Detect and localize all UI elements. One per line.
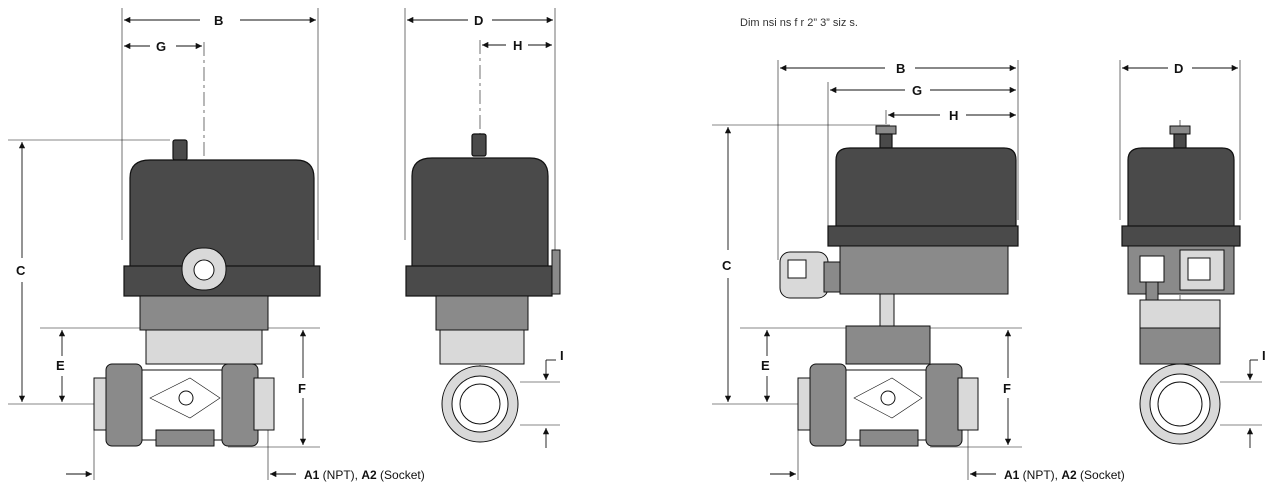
side-actuator-housing: [405, 133, 561, 297]
callout-socket-large: (Socket): [1077, 468, 1125, 482]
large-ball-valve-body: [797, 363, 979, 447]
callout-socket: (Socket): [377, 468, 425, 482]
callout-a1: A1: [304, 468, 320, 482]
label-d: D: [474, 13, 483, 28]
label-h-large: H: [949, 108, 958, 123]
large-bracket: [845, 325, 931, 365]
callout-a2: A2: [361, 468, 377, 482]
callout-a2-large: A2: [1061, 468, 1077, 482]
valve-stem: [145, 329, 263, 365]
large-actuator-housing: [779, 125, 1019, 299]
caption-text: Dim nsi ns f r 2” 3” siz s.: [740, 17, 858, 29]
ball-valve-body: [93, 363, 275, 447]
label-c: C: [16, 263, 26, 278]
view-small-side: D H I: [404, 8, 564, 448]
callout-a1-large: A1: [1004, 468, 1020, 482]
label-b-large: B: [896, 61, 905, 76]
label-b: B: [214, 13, 223, 28]
large-side-actuator: [1121, 125, 1241, 313]
label-d-large: D: [1174, 61, 1183, 76]
view-large-front: B G H C E F A1 (NPT), A2 (Socket): [712, 60, 1125, 482]
label-i: I: [560, 348, 564, 363]
label-g: G: [156, 39, 166, 54]
label-c-large: C: [722, 258, 732, 273]
label-e-large: E: [761, 358, 770, 373]
label-i-large: I: [1262, 348, 1266, 363]
view-small-front: B G C E F A1 (NPT), A2 (Socket): [8, 8, 425, 482]
actuator-housing: [123, 139, 321, 297]
label-e: E: [56, 358, 65, 373]
side-bracket: [435, 295, 529, 331]
callout-npt: (NPT),: [319, 468, 361, 482]
large-stem: [879, 293, 895, 329]
callout-a1-a2-large: A1 (NPT), A2 (Socket): [1004, 468, 1125, 482]
side-stem: [439, 329, 525, 365]
large-side-bracket: [1139, 299, 1221, 329]
label-g-large: G: [912, 83, 922, 98]
large-side-neck: [1139, 327, 1221, 365]
view-large-side: D I: [1119, 60, 1266, 448]
large-side-pipe-port: [1139, 363, 1221, 445]
side-pipe-port: [441, 365, 519, 443]
callout-npt-large: (NPT),: [1019, 468, 1061, 482]
callout-a1-a2: A1 (NPT), A2 (Socket): [304, 468, 425, 482]
mounting-bracket: [139, 295, 269, 331]
label-f: F: [298, 381, 306, 396]
label-h: H: [513, 38, 522, 53]
label-f-large: F: [1003, 381, 1011, 396]
